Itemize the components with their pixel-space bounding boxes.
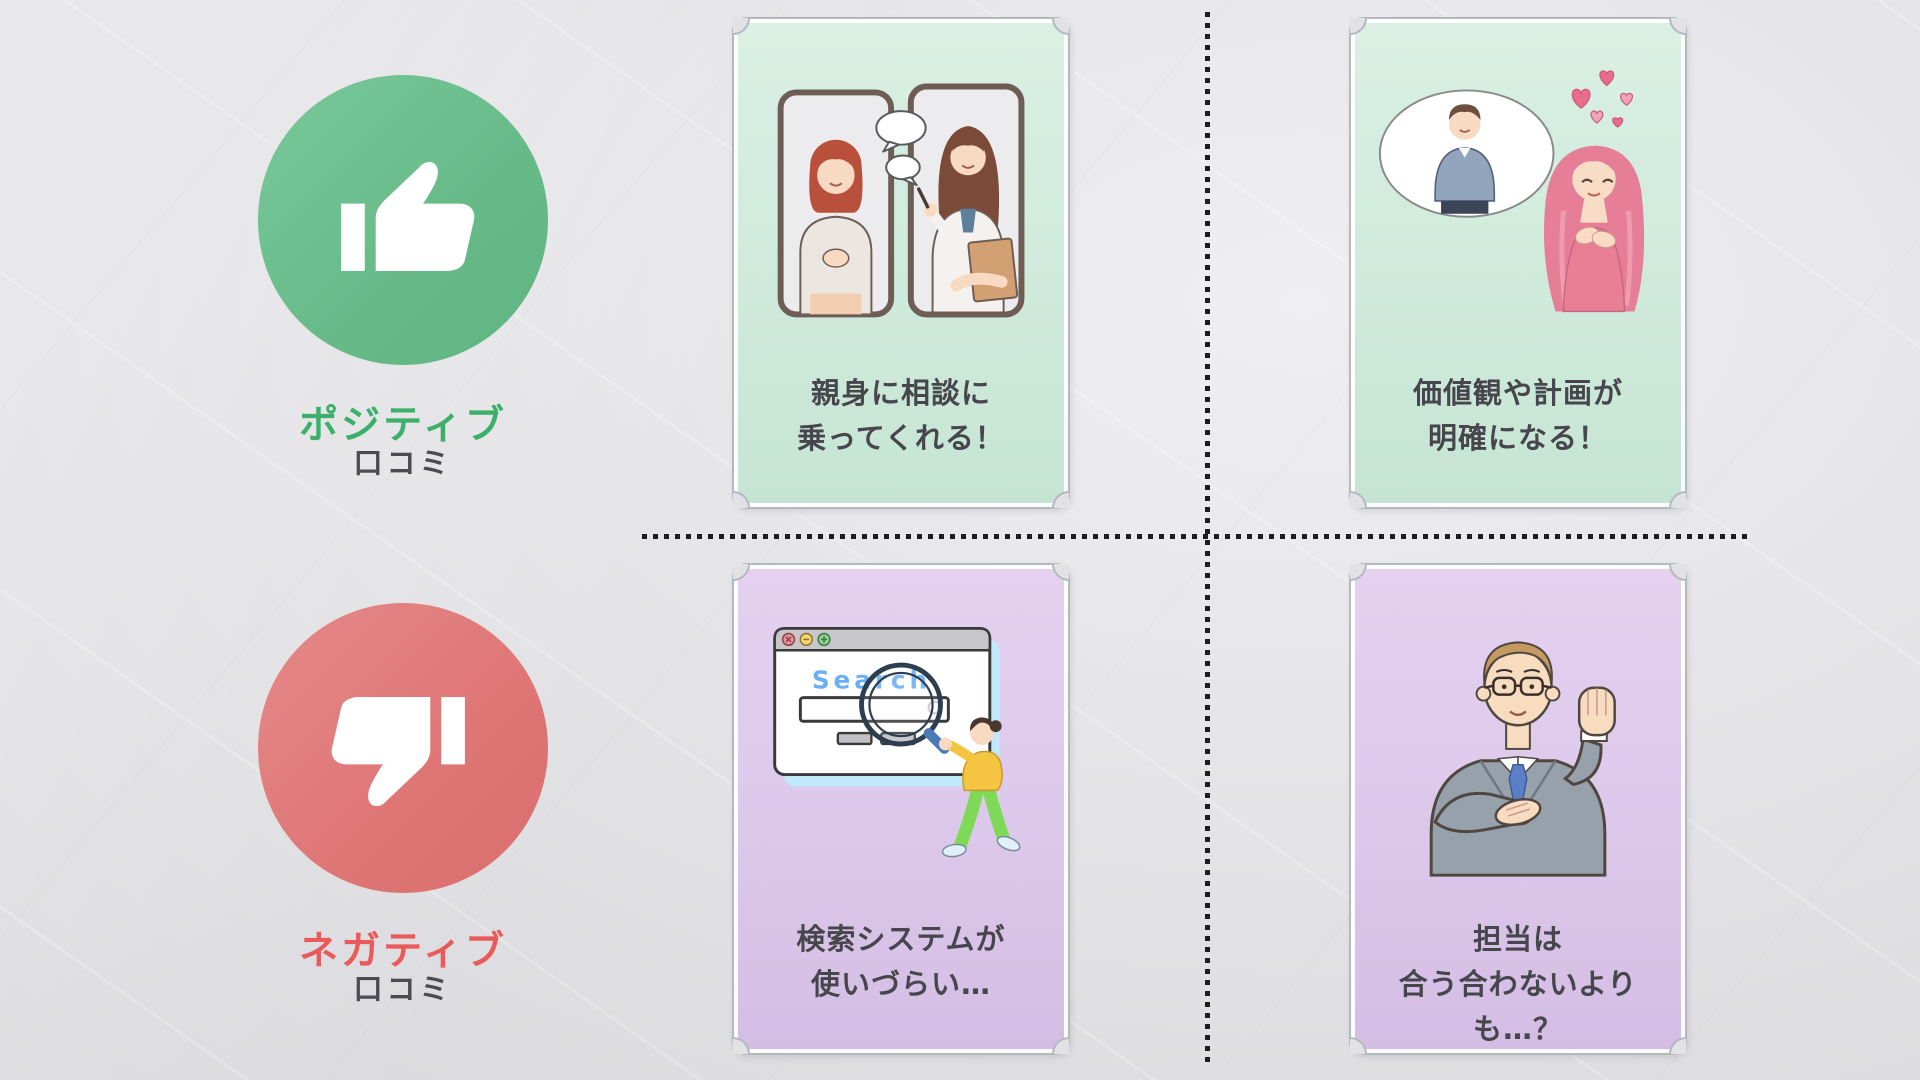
corner-ornament — [1052, 564, 1069, 581]
corner-ornament — [1669, 1037, 1686, 1054]
speech-bubbles — [875, 110, 927, 187]
positive-sublabel: 口コミ — [353, 446, 453, 480]
corner-ornament — [1350, 564, 1367, 581]
magnifier-icon — [859, 662, 950, 754]
card-negative-representative: 担当は 合う合わないよりも…？ — [1349, 563, 1687, 1055]
card-positive-consultation: 親身に相談に 乗ってくれる！ — [732, 17, 1070, 509]
corner-ornament — [1350, 491, 1367, 508]
positive-badge-circle — [258, 75, 548, 365]
thinking-of-partner-illustration — [1351, 41, 1685, 351]
corner-ornament — [733, 18, 750, 35]
man-in-thought — [1434, 104, 1496, 214]
corner-ornament — [733, 491, 750, 508]
caption-line: 使いづらい… — [810, 966, 991, 1001]
card-caption: 親身に相談に 乗ってくれる！ — [740, 371, 1062, 461]
caption-line: 親身に相談に — [810, 376, 991, 410]
caption-line: 担当は — [1472, 922, 1563, 956]
consultant-man — [1429, 641, 1616, 877]
card-caption: 担当は 合う合わないよりも…？ — [1357, 917, 1679, 1052]
window-control-icons — [781, 632, 831, 647]
caption-line: 乗ってくれる！ — [797, 420, 1005, 455]
caption-line: 明確になる！ — [1427, 420, 1608, 455]
negative-label: ネガティブ — [299, 929, 507, 974]
positive-label: ポジティブ — [299, 403, 507, 448]
consultant-pledge-illustration — [1351, 587, 1685, 897]
caption-line: 価値観や計画が — [1412, 376, 1623, 410]
vertical-dotted-divider — [1205, 12, 1210, 1068]
corner-ornament — [1350, 18, 1367, 35]
thumbs-up-icon — [341, 161, 475, 271]
corner-ornament — [1669, 564, 1686, 581]
happy-woman — [1544, 145, 1645, 313]
searching-person — [938, 717, 1021, 858]
corner-ornament — [1052, 491, 1069, 508]
thumbs-down-icon — [331, 697, 465, 807]
corner-ornament — [1052, 18, 1069, 35]
card-caption: 検索システムが 使いづらい… — [740, 917, 1062, 1007]
client-woman — [799, 139, 873, 315]
browser-titlebar — [773, 627, 992, 652]
negative-badge-circle — [258, 603, 548, 893]
hearts — [1571, 70, 1634, 128]
corner-ornament — [1669, 491, 1686, 508]
card-positive-clarity: 価値観や計画が 明確になる！ — [1349, 17, 1687, 509]
corner-ornament — [733, 564, 750, 581]
agent-woman — [910, 86, 1022, 315]
search-browser-illustration: Search — [734, 587, 1068, 897]
video-call-illustration — [734, 41, 1068, 351]
caption-line: 合う合わないよりも…？ — [1398, 966, 1638, 1046]
corner-ornament — [1669, 18, 1686, 35]
card-negative-search-system: Search — [732, 563, 1070, 1055]
corner-ornament — [733, 1037, 750, 1054]
browser-button — [836, 731, 873, 746]
negative-sublabel: 口コミ — [353, 972, 453, 1006]
horizontal-dotted-divider — [642, 534, 1750, 539]
caption-line: 検索システムが — [796, 922, 1006, 956]
card-caption: 価値観や計画が 明確になる！ — [1357, 371, 1679, 461]
corner-ornament — [1052, 1037, 1069, 1054]
